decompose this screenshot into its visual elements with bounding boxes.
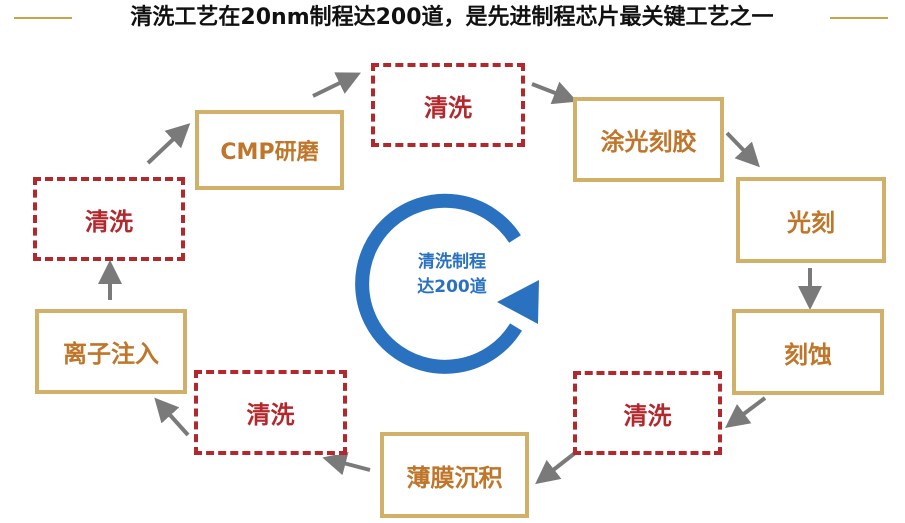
step-etch: 刻蚀 [732,309,884,395]
step-label: 清洗 [623,401,672,430]
step-coat-photoresist: 涂光刻胶 [573,97,724,182]
step-label: 清洗 [85,207,133,236]
step-label: 清洗 [424,93,472,122]
title-rule-right [830,17,888,19]
step-cmp-polish: CMP研磨 [195,110,344,190]
arrow-clean-top-to-coat [531,81,578,105]
cycle-ring [355,193,522,374]
step-label: 离子注入 [63,340,159,368]
page-title: 清洗工艺在20nm制程达200道，是先进制程芯片最关键工艺之一 [130,5,774,30]
cycle-icon [355,193,539,374]
step-ion-implantation: 离子注入 [35,309,187,394]
arrow-deposit-to-clean-bottom [322,451,371,476]
cycle-center-label: 清洗制程 达200道 [398,250,506,300]
step-clean-left: 清洗 [33,177,185,261]
center-label-line1: 清洗制程 [418,252,486,272]
step-clean-top: 清洗 [371,63,525,147]
step-clean-bottom: 清洗 [194,370,347,455]
arrow-coat-to-litho [725,131,760,168]
title-rule-left [14,17,72,19]
step-label: 光刻 [787,208,835,237]
title-row: 清洗工艺在20nm制程达200道，是先进制程芯片最关键工艺之一 [0,0,905,36]
step-label: 涂光刻胶 [600,128,697,156]
step-lithography: 光刻 [736,177,886,263]
cycle-arrowhead [497,280,539,324]
step-label: 薄膜沉积 [406,463,503,492]
arrow-clean-bottom-to-implant [154,397,190,437]
step-label: CMP研磨 [220,140,319,165]
step-label: 清洗 [246,401,295,429]
arrow-etch-to-clean-right [725,396,767,428]
step-film-deposition: 薄膜沉积 [380,432,529,518]
step-clean-right: 清洗 [573,371,722,455]
arrow-cmp-to-clean-top [312,72,361,98]
step-label: 刻蚀 [784,340,832,369]
center-label-line2: 达200道 [417,277,487,297]
arrow-clean-right-to-deposit [535,451,577,485]
arrow-clean-left-to-cmp [146,123,191,165]
